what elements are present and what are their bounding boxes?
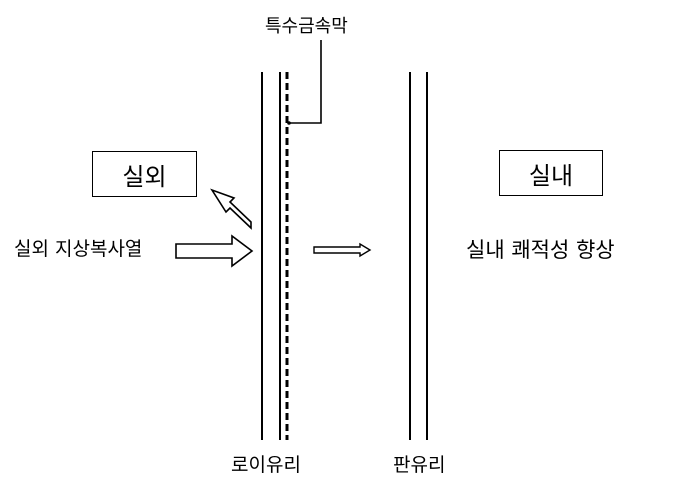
metal-film-label: 특수금속막 [265,16,348,37]
indoor-box: 실내 [499,150,603,196]
outdoor-label: 실외 [122,162,167,191]
outdoor-box: 실외 [92,151,197,197]
plate-glass-label: 판유리 [393,454,446,476]
solar-radiation-label: 실외 지상복사열 [14,238,143,260]
metal-film-leader-dot [287,121,291,125]
reflected-radiation-arrow [210,188,252,230]
indoor-comfort-label: 실내 쾌적성 향상 [466,238,615,262]
low-e-glass-label: 로이유리 [231,454,301,476]
transmitted-arrow [313,242,372,258]
indoor-label: 실내 [528,161,574,190]
incoming-radiation-arrow [175,234,254,268]
metal-film-leader [289,40,322,124]
